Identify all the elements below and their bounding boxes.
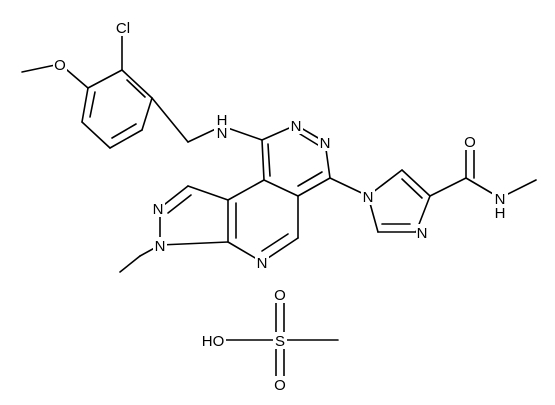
svg-text:N: N [363,189,374,206]
pyridazine-nitrogen-3: N [318,134,332,152]
svg-text:N: N [495,191,506,208]
carbonyl-oxygen-atom: O [463,133,477,151]
svg-text:N: N [417,225,428,242]
imidazole-nitrogen-1: N [361,188,375,206]
hydroxyl-group: HO [200,332,226,350]
svg-text:H: H [217,112,228,129]
svg-text:N: N [257,255,268,272]
pyridazine-nitrogen-2: N [289,117,303,135]
svg-text:N: N [155,238,166,255]
pyrazole-nitrogen-1: N [153,237,167,255]
svg-text:HO: HO [202,333,225,350]
pyridine-nitrogen-atom: N [255,254,269,272]
svg-text:H: H [495,205,506,222]
sulfur-atom: S [273,332,287,350]
svg-text:N: N [291,118,302,135]
svg-text:N: N [153,201,164,218]
svg-text:O: O [54,57,66,74]
amide-nitrogen-atom: N H [492,190,508,222]
svg-text:O: O [464,134,476,151]
bonds [21,35,537,383]
svg-text:S: S [275,333,285,350]
svg-text:O: O [274,287,286,304]
sulfonyl-oxygen-bottom: O [273,376,287,394]
imidazole-nitrogen-3: N [416,224,430,242]
atom-labels: Cl O H N N N N N O [53,18,508,394]
svg-text:N: N [320,135,331,152]
svg-text:O: O [274,377,286,394]
svg-text:N: N [217,125,228,142]
chlorine-atom: Cl [113,18,133,37]
amine-nitrogen-atom: H N [214,112,230,142]
methoxy-oxygen-atom: O [53,56,67,74]
pyrazole-nitrogen-2: N [151,200,165,218]
sulfonyl-oxygen-top: O [273,286,287,304]
svg-text:Cl: Cl [116,20,130,37]
